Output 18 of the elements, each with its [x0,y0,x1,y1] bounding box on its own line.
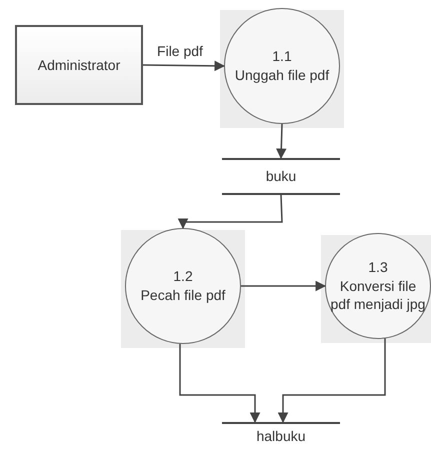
process-number: 1.3 [368,258,388,277]
arrow [142,60,226,72]
entity-label: Administrator [38,56,120,74]
process-number: 1.2 [173,267,193,286]
process-number: 1.1 [272,47,292,66]
process-label: Konversi file pdf menjadi jpg [330,276,426,314]
arrow [179,344,260,424]
process-label: Unggah file pdf [234,66,330,85]
store-label: halbuku [256,427,306,446]
store-label: buku [266,167,296,186]
process-label: Pecah file pdf [140,286,226,305]
arrow [276,124,287,160]
arrow [241,280,326,292]
entity-box [15,25,143,105]
arrow [278,338,386,424]
data-store [222,158,340,195]
edge-label: File pdf [157,44,203,58]
arrow [178,194,283,230]
